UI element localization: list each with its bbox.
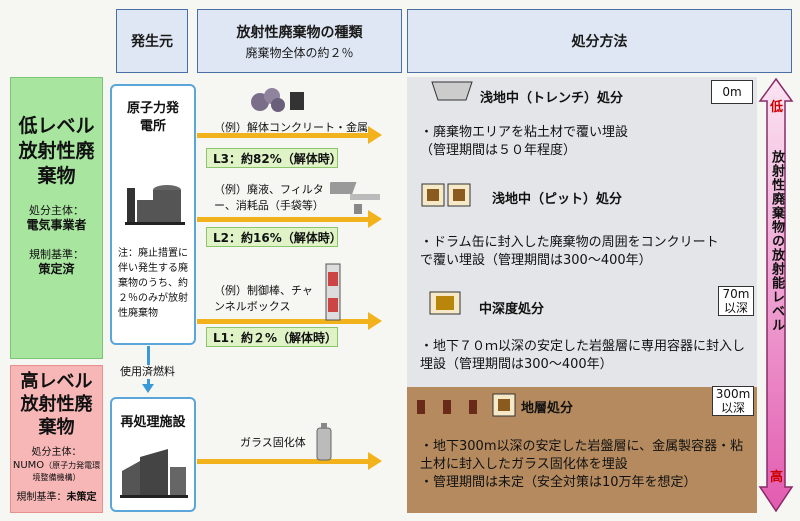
- deep-zone: [407, 387, 757, 513]
- l2-example: （例）廃液、フィルター、消耗品（手袋等）: [214, 183, 324, 212]
- arrowhead-l1: [368, 312, 382, 330]
- high-level-regulation-value: 未策定: [66, 492, 97, 503]
- low-level-entity-label: 処分主体：: [29, 204, 84, 217]
- l3-tag: L3：約82%（解体時）: [206, 148, 342, 168]
- high-level-entity-value: NUMO: [12, 460, 45, 471]
- intermediate-depth-icon: [429, 291, 461, 315]
- high-level-panel: 高レベル放射性廃棄物 処分主体： NUMO（原子力発電環境整備機構） 規制基準：…: [10, 365, 103, 513]
- low-level-entity-wrap: 電気事業者: [11, 218, 102, 233]
- method-intermediate-desc: ・地下７０ｍ以深の安定した岩盤層に専用容器に封入し埋設（管理期間は300～400…: [420, 339, 746, 372]
- l1-example: （例）制御棒、チャンネルボックス: [214, 284, 313, 313]
- method-geological-desc: ・地下300m以深の安定した岩盤層に、金属製容器・粘土材に封入したガラス固化体を…: [420, 439, 744, 490]
- method-intermediate-title: 中深度処分: [479, 302, 545, 317]
- method-pit-title: 浅地中（ピット）処分: [492, 192, 623, 207]
- glass-label: ガラス固化体: [240, 436, 306, 449]
- low-level-panel: 低レベル放射性廃棄物 処分主体： 電気事業者 規制基準： 策定済: [10, 77, 103, 359]
- depth-70m: 70m 以深: [718, 286, 754, 316]
- level-high-label: 高: [770, 470, 784, 485]
- high-level-title: 高レベル放射性廃棄物: [20, 371, 93, 438]
- level-low-label: 低: [770, 100, 784, 115]
- spent-fuel-label: 使用済燃料: [120, 365, 175, 379]
- method-pit-desc: ・ドラム缶に封入した廃棄物の周囲をコンクリートで覆い埋設（管理期間は300～40…: [420, 235, 719, 268]
- geological-icon: [417, 393, 516, 417]
- high-level-entity-wrap: NUMO（原子力発電環境整備機構）: [11, 460, 102, 484]
- header-source: 発生元: [116, 9, 188, 73]
- filter-gloves-icon: [330, 182, 380, 214]
- depth-300m: 300m 以深: [712, 386, 754, 416]
- low-level-regulation-value: 策定済: [38, 262, 75, 276]
- method-geological-title: 地層処分: [521, 401, 574, 416]
- arrow-l1: [197, 319, 369, 324]
- low-level-entity-value: 電気事業者: [26, 218, 87, 232]
- arrow-l3: [197, 133, 369, 138]
- level-arrow: [758, 77, 794, 513]
- arrowhead-l2: [368, 210, 382, 228]
- spent-fuel-arrowhead: [142, 384, 154, 393]
- low-level-regulation-wrap: 策定済: [11, 262, 102, 277]
- trench-icon: [431, 81, 473, 101]
- method-trench-title: 浅地中（トレンチ）処分: [480, 91, 624, 106]
- power-plant-title: 原子力発電所: [126, 101, 179, 134]
- rubble-icon: [251, 88, 304, 112]
- glass-canister-icon: [316, 423, 332, 461]
- header-method-text: 処分方法: [571, 34, 628, 50]
- level-label: 放射性廃棄物の放射能レベル: [769, 150, 784, 332]
- high-level-entity-note: （原子力発電環境整備機構）: [32, 461, 101, 482]
- high-level-regulation-wrap: 規制基準：未策定: [11, 490, 102, 505]
- header-type: 放射性廃棄物の種類 廃棄物全体の約２％: [197, 9, 402, 73]
- l2-tag: L2：約16%（解体時）: [206, 227, 342, 247]
- header-type-text: 放射性廃棄物の種類: [236, 24, 363, 41]
- low-level-regulation-label: 規制基準：: [29, 248, 84, 261]
- arrow-glass: [197, 459, 369, 464]
- high-level-regulation-label: 規制基準：: [16, 492, 67, 503]
- low-level-title: 低レベル放射性廃棄物: [18, 115, 95, 187]
- arrowhead-glass: [368, 452, 382, 470]
- power-plant-icon: [125, 185, 185, 225]
- pit-icon: [421, 183, 471, 207]
- high-level-entity-label: 処分主体：: [31, 447, 82, 458]
- power-plant-note: 注：廃止措置に伴い発生する廃棄物のうち、約２％のみが放射性廃棄物: [118, 248, 188, 319]
- header-source-text: 発生元: [131, 34, 173, 50]
- method-trench-desc: ・廃棄物エリアを粘土材で覆い埋設 （管理期間は５０年程度）: [420, 125, 629, 158]
- reprocessing-icon: [120, 449, 188, 498]
- arrowhead-l3: [368, 126, 382, 144]
- reprocessing-box: 再処理施設: [110, 397, 196, 512]
- depth-0m: 0m: [711, 80, 753, 104]
- l1-tag: L1：約２%（解体時）: [206, 327, 338, 347]
- arrow-l2: [197, 217, 369, 222]
- l3-example: （例）解体コンクリート・金属: [214, 121, 368, 134]
- control-rod-icon: [325, 263, 341, 321]
- shallow-zone: [407, 77, 757, 387]
- power-plant-box: 原子力発電所 注：廃止措置に伴い発生する廃棄物のうち、約２％のみが放射性廃棄物: [110, 84, 196, 345]
- reprocessing-title: 再処理施設: [120, 415, 186, 430]
- header-type-sub: 廃棄物全体の約２％: [245, 45, 354, 60]
- header-method: 処分方法: [407, 9, 792, 73]
